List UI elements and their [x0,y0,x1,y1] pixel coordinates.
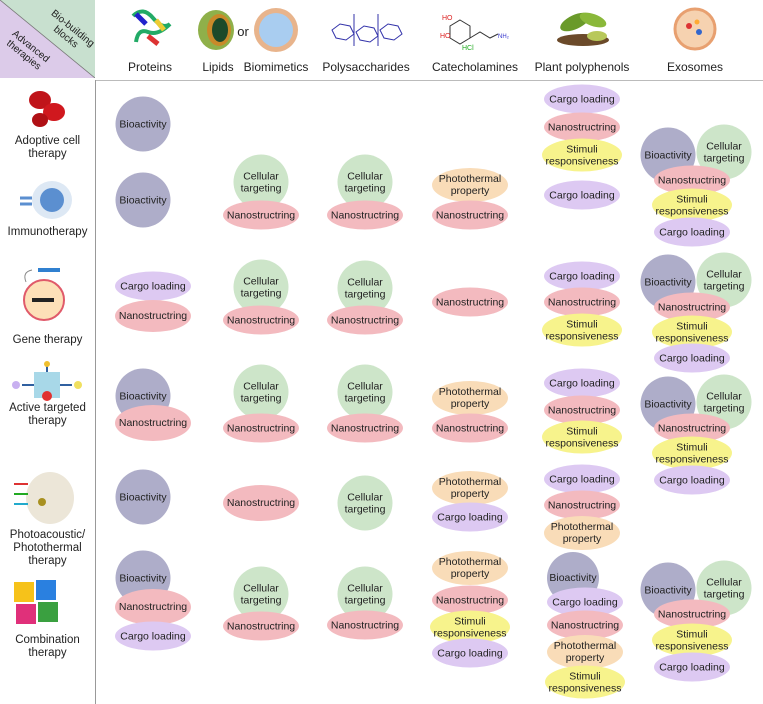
column-header-proteins: Proteins [127,60,173,74]
row-label-combination-therapy: Combination therapy [15,634,80,659]
column-header-lipids: Lipids [202,60,234,74]
or-label: or [237,24,249,39]
bubble-nanostructuring: Nanostructring [432,200,508,230]
bubble-cellular-targeting: Cellular targeting [337,154,393,210]
bubble-nanostructuring: Nanostructring [544,395,620,425]
bubble-photothermal-property: Photothermal property [544,516,620,550]
bubble-nanostructuring: Nanostructring [544,490,620,520]
bubble-cellular-targeting: Cellular targeting [233,364,289,420]
bubble-nanostructuring: Nanostructring [223,611,299,641]
bubble-nanostructuring: Nanostructring [327,305,403,335]
red-blood-cells-icon [29,91,65,127]
bubble-cargo-loading: Cargo loading [432,638,508,668]
catecholamine-structure-icon: HO HO HCl NH₂ [440,15,510,50]
plant-leaves-icon [557,12,609,46]
header-divider [95,80,763,81]
bubble-nanostructuring: Nanostructring [432,585,508,615]
bubble-nanostructuring: Nanostructring [115,589,191,625]
svg-text:HO: HO [440,33,451,40]
bubble-stimuli-responsiveness: Stimuli responsiveness [652,188,732,222]
bubble-stimuli-responsiveness: Stimuli responsiveness [652,623,732,657]
bubble-nanostructuring: Nanostructring [547,610,623,640]
corner-header [0,0,95,78]
bubble-photothermal-property: Photothermal property [547,635,623,669]
bubble-stimuli-responsiveness: Stimuli responsiveness [545,665,625,699]
bubble-cargo-loading: Cargo loading [115,621,191,651]
svg-text:NH₂: NH₂ [498,34,510,40]
bubble-nanostructuring: Nanostructring [327,200,403,230]
row-label-immunotherapy: Immunotherapy [7,226,88,238]
bubble-nanostructuring: Nanostructring [223,305,299,335]
bubble-cargo-loading: Cargo loading [544,180,620,210]
bubble-cargo-loading: Cargo loading [544,84,620,114]
bubble-cargo-loading: Cargo loading [544,261,620,291]
bubble-nanostructuring: Nanostructring [223,485,299,521]
row-label-photoacoustic-photothermal-therapy: Photoacoustic/ Photothermal therapy [9,529,86,567]
bubble-cargo-loading: Cargo loading [654,343,730,373]
bubble-nanostructuring: Nanostructring [223,200,299,230]
bubble-stimuli-responsiveness: Stimuli responsiveness [542,313,622,347]
bubble-nanostructuring: Nanostructring [327,610,403,640]
bubble-bioactivity: Bioactivity [115,469,171,525]
puzzle-pieces-icon [14,580,58,624]
column-header-exosomes: Exosomes [666,60,724,74]
bubble-cargo-loading: Cargo loading [654,217,730,247]
lipid-nanoparticle-icon [198,10,234,50]
column-header-biomimetics: Biomimetics [243,60,309,74]
bubble-stimuli-responsiveness: Stimuli responsiveness [652,315,732,349]
photoacoustic-icon [14,472,74,524]
bubble-nanostructuring: Nanostructring [544,112,620,142]
targeted-nanoparticle-icon [12,361,82,401]
bubble-cargo-loading: Cargo loading [544,368,620,398]
bubble-cargo-loading: Cargo loading [544,464,620,494]
biomimetic-particle-icon [254,8,298,52]
row-label-divider [95,80,96,704]
bubble-nanostructuring: Nanostructring [327,413,403,443]
bubble-photothermal-property: Photothermal property [432,168,508,202]
bubble-cellular-targeting: Cellular targeting [233,154,289,210]
polysaccharide-structure-icon [331,14,403,46]
immune-cell-icon [20,181,72,219]
row-label-gene-therapy: Gene therapy [12,334,83,346]
bubble-bioactivity: Bioactivity [115,172,171,228]
column-header-plant-polyphenols: Plant polyphenols [534,60,630,74]
bubble-stimuli-responsiveness: Stimuli responsiveness [542,420,622,454]
svg-text:HO: HO [442,15,453,22]
bubble-cargo-loading: Cargo loading [432,502,508,532]
gene-delivery-icon [23,268,65,321]
bubble-cellular-targeting: Cellular targeting [337,475,393,531]
bubble-nanostructuring: Nanostructring [115,300,191,332]
bubble-cargo-loading: Cargo loading [654,652,730,682]
bubble-nanostructuring: Nanostructring [223,413,299,443]
row-label-active-targeted-therapy: Active targeted therapy [9,402,86,427]
row-label-adoptive-cell-therapy: Adoptive cell therapy [14,135,81,160]
bubble-nanostructuring: Nanostructring [544,287,620,317]
bubble-cellular-targeting: Cellular targeting [233,259,289,315]
bubble-nanostructuring: Nanostructring [115,405,191,441]
bubble-stimuli-responsiveness: Stimuli responsiveness [542,138,622,172]
bubble-photothermal-property: Photothermal property [432,551,508,585]
bubble-photothermal-property: Photothermal property [432,381,508,415]
svg-text:HCl: HCl [462,45,474,50]
bubble-cellular-targeting: Cellular targeting [696,124,752,180]
bubble-cargo-loading: Cargo loading [654,465,730,495]
column-header-catecholamines: Catecholamines [431,60,519,74]
bubble-cellular-targeting: Cellular targeting [337,364,393,420]
bubble-photothermal-property: Photothermal property [432,471,508,505]
bubble-cargo-loading: Cargo loading [115,271,191,301]
bubble-stimuli-responsiveness: Stimuli responsiveness [652,436,732,470]
bubble-nanostructuring: Nanostructring [432,413,508,443]
column-header-polysaccharides: Polysaccharides [322,60,410,74]
protein-structure-icon [131,9,172,46]
bubble-bioactivity: Bioactivity [115,96,171,152]
bubble-nanostructuring: Nanostructring [432,287,508,317]
exosome-icon [673,7,717,51]
bubble-stimuli-responsiveness: Stimuli responsiveness [430,610,510,644]
